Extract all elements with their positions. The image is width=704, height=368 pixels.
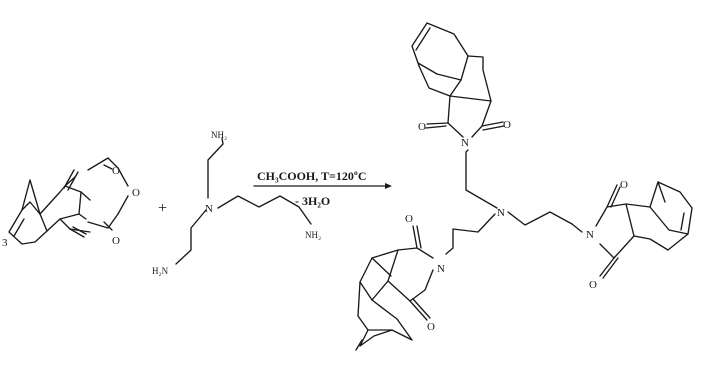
tren-amine-molecule bbox=[175, 137, 312, 265]
product-left-imide-o-bottom-label: O bbox=[427, 321, 435, 333]
product-right-imide-o-top-label: O bbox=[620, 179, 628, 191]
tren-nh2-right-label: NH₂ bbox=[305, 230, 321, 240]
anhydride-locant-label: 3 bbox=[2, 237, 8, 249]
anhydride-ring-oxygen-label: O bbox=[132, 187, 140, 199]
nadic-anhydride-molecule bbox=[8, 169, 91, 245]
product-right-imide-n-label: N bbox=[586, 229, 594, 241]
reaction-arrow bbox=[253, 183, 392, 189]
product-top-imide-o-right-label: O bbox=[503, 119, 511, 131]
product-left-imide-n-label: N bbox=[437, 263, 445, 275]
product-top-imide-o-left-label: O bbox=[418, 121, 426, 133]
anhydride-ring-bonds bbox=[87, 157, 129, 231]
anhydride-oxygen-top-label: O bbox=[112, 165, 120, 177]
product-arms bbox=[445, 149, 583, 255]
reaction-conditions-top: CH₃COOH, T=120ºC bbox=[257, 169, 367, 183]
tren-nh2-top-label: NH₂ bbox=[211, 130, 227, 140]
product-left-imide-o-top-label: O bbox=[405, 213, 413, 225]
product-left-imide-unit bbox=[355, 225, 434, 351]
product-top-imide-unit bbox=[411, 22, 505, 138]
tren-center-n-label: N bbox=[205, 203, 213, 215]
reaction-conditions-bottom: - 3H₂O bbox=[295, 194, 330, 208]
plus-sign: + bbox=[158, 200, 167, 217]
tren-nh2-left-label: H₂N bbox=[152, 266, 169, 276]
product-right-imide-o-bottom-label: O bbox=[589, 279, 597, 291]
product-center-n-label: N bbox=[497, 207, 505, 219]
anhydride-oxygen-bottom-label: O bbox=[112, 235, 120, 247]
product-top-imide-n-label: N bbox=[461, 137, 469, 149]
product-right-imide-unit bbox=[595, 181, 693, 279]
